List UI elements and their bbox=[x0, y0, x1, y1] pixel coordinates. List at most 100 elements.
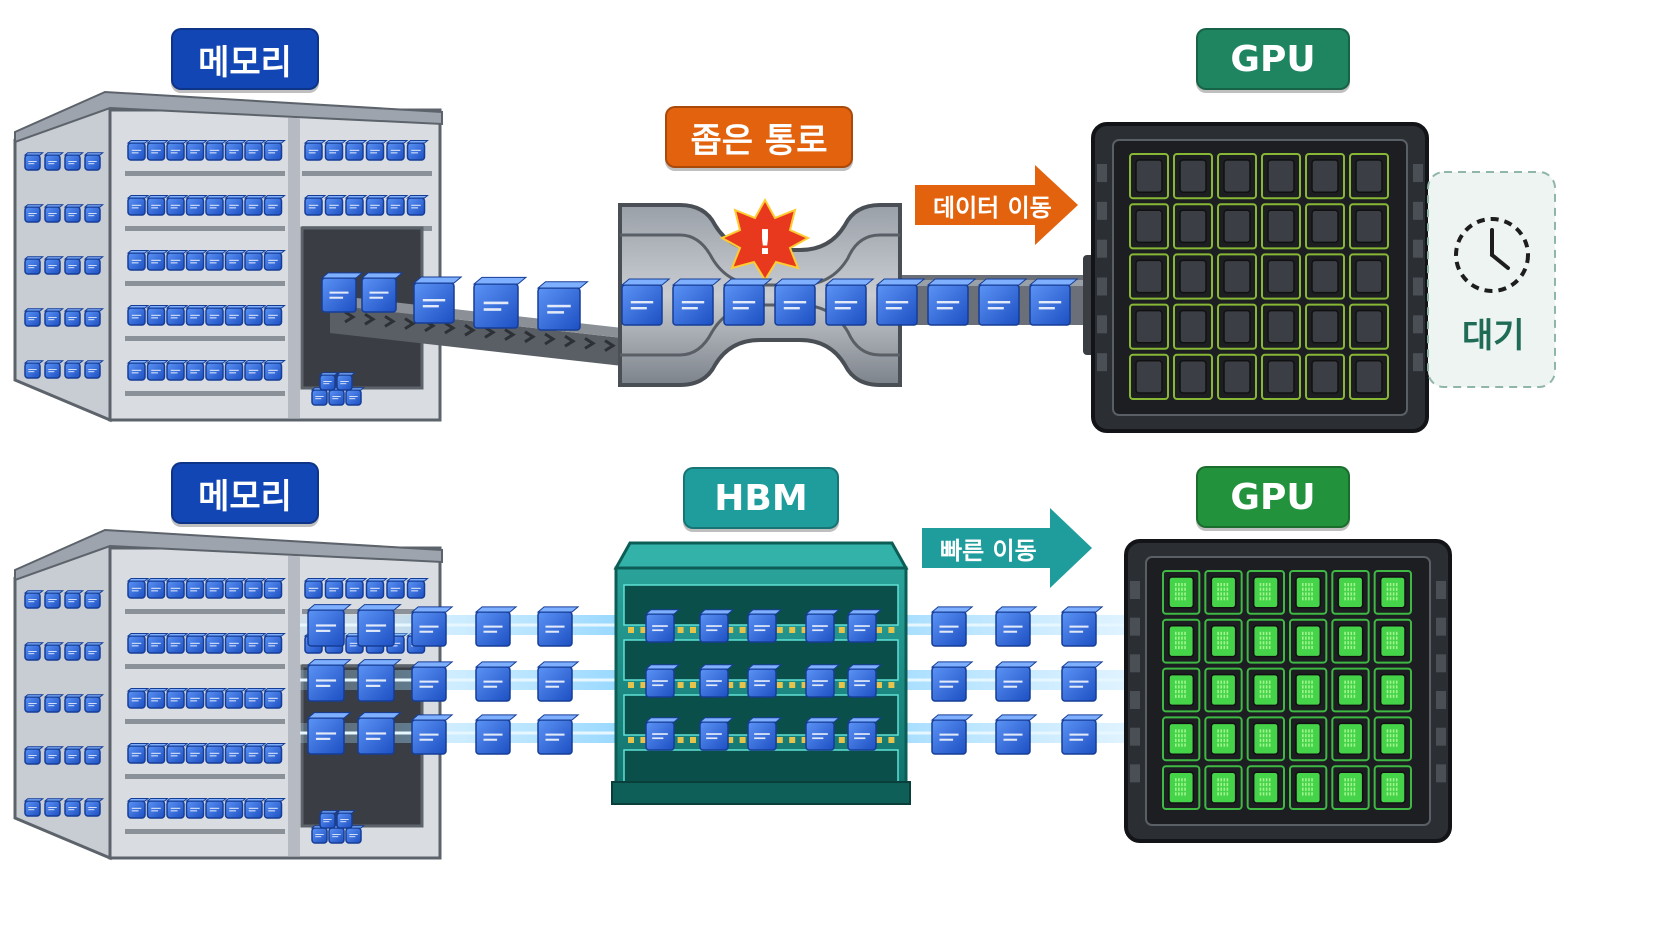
data-block bbox=[83, 746, 105, 765]
data-block bbox=[224, 797, 247, 819]
chip-icon bbox=[1135, 209, 1163, 244]
data-block bbox=[165, 249, 189, 271]
data-block bbox=[224, 139, 247, 161]
data-block bbox=[165, 359, 189, 381]
data-block bbox=[824, 278, 875, 326]
data-block bbox=[126, 632, 150, 654]
top-memory-label: 메모리 bbox=[171, 28, 319, 90]
data-block bbox=[63, 308, 85, 327]
data-block bbox=[165, 632, 189, 654]
chip-icon bbox=[1168, 625, 1195, 658]
data-block bbox=[243, 359, 267, 381]
data-block bbox=[204, 304, 228, 326]
data-block bbox=[306, 712, 352, 755]
data-block bbox=[204, 194, 228, 216]
data-block bbox=[126, 742, 150, 764]
bottom-gpu-label: GPU bbox=[1196, 466, 1350, 528]
data-block bbox=[204, 249, 228, 271]
fast-move-label: 빠른 이동 bbox=[940, 536, 1037, 565]
data-block bbox=[385, 139, 409, 161]
data-block bbox=[165, 304, 189, 326]
data-block bbox=[1060, 714, 1104, 755]
data-block bbox=[263, 687, 286, 709]
data-block bbox=[930, 606, 974, 647]
data-block bbox=[406, 194, 429, 216]
data-block bbox=[243, 687, 267, 709]
data-block bbox=[474, 661, 518, 702]
data-move-label: 데이터 이동 bbox=[933, 193, 1052, 222]
chip-icon bbox=[1135, 309, 1163, 344]
data-block bbox=[746, 609, 783, 643]
data-block bbox=[185, 687, 208, 709]
data-block bbox=[204, 797, 228, 819]
data-block bbox=[344, 577, 368, 599]
top-data-blocks bbox=[320, 272, 1079, 331]
data-block bbox=[23, 798, 45, 817]
data-block bbox=[126, 194, 150, 216]
data-block bbox=[263, 249, 286, 271]
data-block bbox=[536, 281, 589, 331]
data-block bbox=[746, 664, 783, 698]
chip-icon bbox=[1355, 159, 1383, 193]
data-block bbox=[83, 152, 105, 171]
chip-icon bbox=[1252, 625, 1279, 658]
data-block bbox=[23, 256, 45, 275]
data-block bbox=[63, 152, 85, 171]
data-block bbox=[804, 609, 841, 643]
data-block bbox=[335, 372, 357, 391]
data-block bbox=[63, 256, 85, 275]
data-block bbox=[977, 278, 1028, 326]
data-block bbox=[126, 577, 150, 599]
chip-icon bbox=[1379, 576, 1406, 609]
data-block bbox=[243, 304, 267, 326]
data-block bbox=[846, 717, 883, 751]
wait-label: 대기 bbox=[1462, 316, 1525, 356]
narrow-passage-label: 좁은 통로 bbox=[665, 106, 853, 168]
data-block bbox=[146, 797, 169, 819]
data-block bbox=[224, 359, 247, 381]
data-block bbox=[204, 632, 228, 654]
data-block bbox=[356, 659, 402, 702]
data-block bbox=[83, 694, 105, 713]
data-block bbox=[185, 577, 208, 599]
data-block bbox=[410, 714, 454, 755]
data-block bbox=[243, 249, 267, 271]
chip-icon bbox=[1223, 360, 1251, 394]
arrow-right-icon bbox=[915, 165, 1078, 245]
data-block bbox=[472, 276, 528, 329]
data-block bbox=[804, 717, 841, 751]
bottom-data-blocks bbox=[306, 604, 1104, 755]
data-block bbox=[224, 249, 247, 271]
warning-symbol: ! bbox=[757, 223, 773, 263]
data-block bbox=[318, 372, 340, 391]
data-block bbox=[536, 661, 580, 702]
data-block bbox=[185, 194, 208, 216]
data-block bbox=[63, 642, 85, 661]
chip-icon bbox=[1179, 360, 1207, 394]
arrow-right-icon bbox=[922, 508, 1092, 588]
chip-icon bbox=[1252, 673, 1279, 707]
chip-icon bbox=[1379, 625, 1406, 658]
data-block bbox=[344, 139, 368, 161]
data-block bbox=[875, 278, 926, 326]
data-block bbox=[306, 659, 352, 702]
data-block bbox=[303, 194, 327, 216]
data-block bbox=[146, 304, 169, 326]
data-block bbox=[698, 664, 735, 698]
chip-icon bbox=[1135, 360, 1163, 394]
data-block bbox=[43, 308, 65, 327]
data-block bbox=[804, 664, 841, 698]
data-block bbox=[474, 714, 518, 755]
data-block bbox=[365, 577, 388, 599]
data-block bbox=[165, 194, 189, 216]
data-block bbox=[126, 139, 150, 161]
data-block bbox=[126, 304, 150, 326]
chip-icon bbox=[1179, 209, 1207, 244]
data-block bbox=[224, 687, 247, 709]
data-block bbox=[1060, 606, 1104, 647]
data-block bbox=[43, 360, 65, 379]
data-block bbox=[324, 194, 347, 216]
data-block bbox=[43, 590, 65, 609]
data-block bbox=[243, 632, 267, 654]
